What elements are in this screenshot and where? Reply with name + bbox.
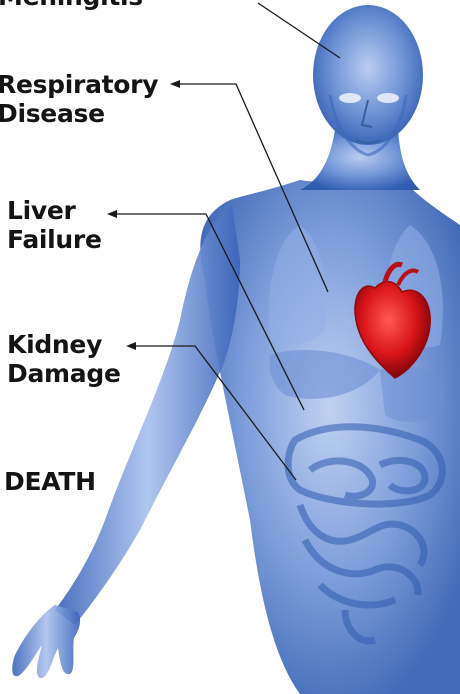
label-meningitis: Meningitis [0, 0, 143, 11]
arrowhead-kidney [126, 342, 136, 350]
label-respiratory-disease: Respiratory Disease [0, 70, 158, 128]
arrowhead-respiratory [170, 80, 180, 88]
arm [55, 205, 240, 625]
head [313, 5, 423, 145]
label-death: DEATH [4, 467, 96, 496]
hand [12, 605, 80, 678]
label-liver-failure: Liver Failure [7, 196, 102, 254]
arrowhead-liver [107, 210, 117, 218]
label-kidney-damage: Kidney Damage [7, 330, 121, 388]
